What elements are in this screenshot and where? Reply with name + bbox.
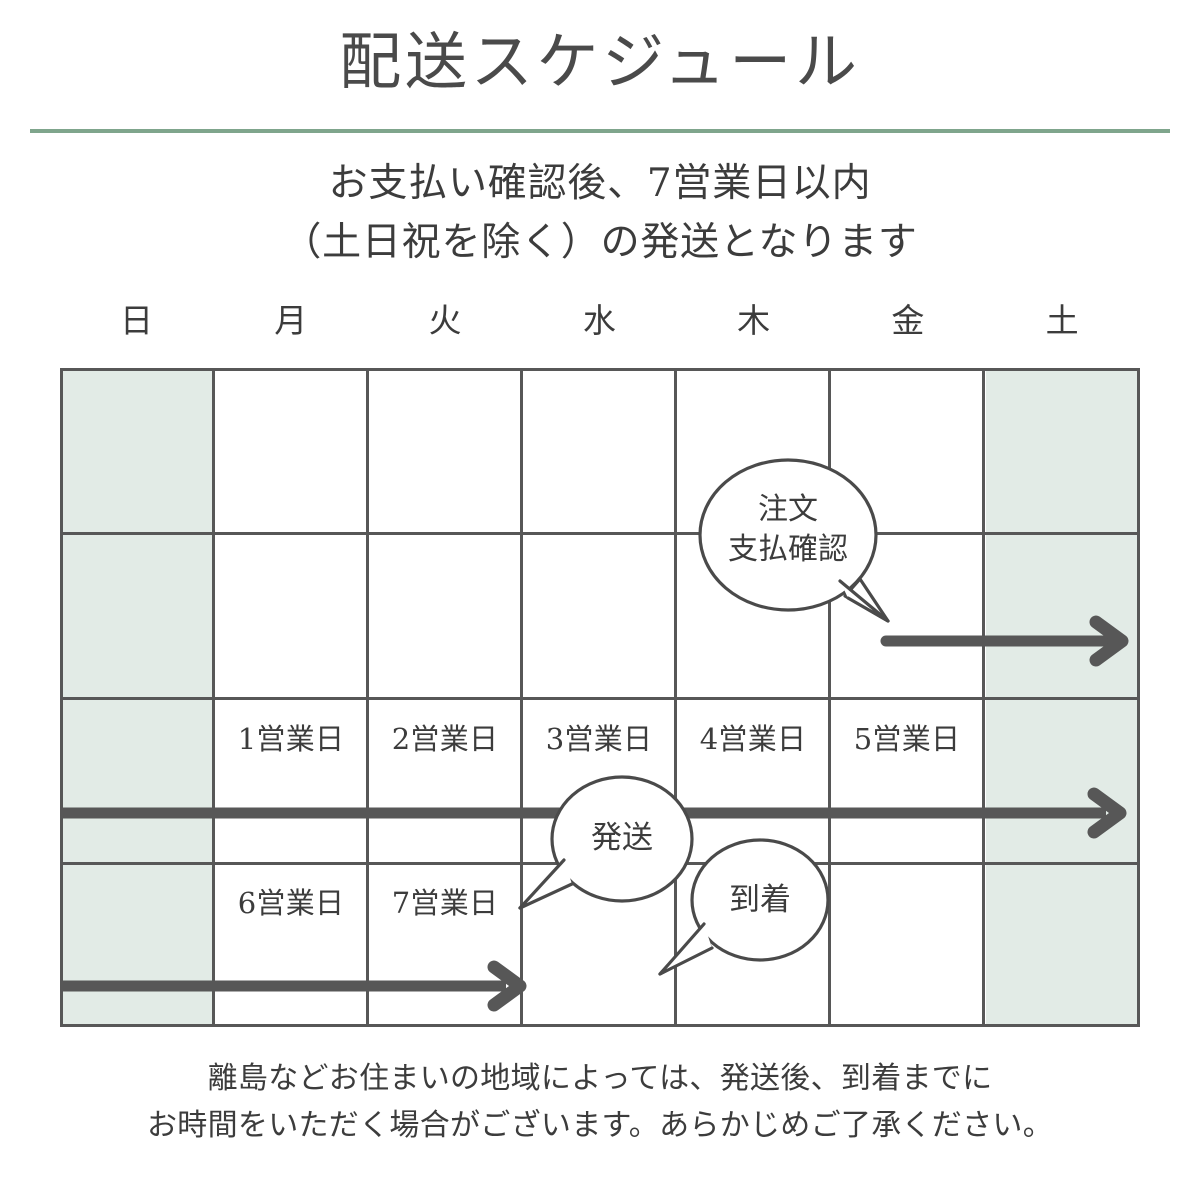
day-label-3: 3営業日 bbox=[545, 722, 653, 756]
grid-hline-1 bbox=[60, 532, 1140, 535]
day-label-4: 4営業日 bbox=[699, 722, 807, 756]
day-label-1: 1営業日 bbox=[237, 722, 345, 756]
bubble-shipped bbox=[518, 775, 694, 910]
weekday-header-tue: 火 bbox=[428, 301, 463, 340]
weekday-header-row: 日 月 火 水 木 金 土 bbox=[60, 296, 1140, 352]
subtitle-line-1: お支払い確認後、7営業日以内 bbox=[328, 161, 872, 206]
week1-arrow bbox=[880, 615, 1129, 667]
grid-hline-2 bbox=[60, 697, 1140, 700]
weekday-header-wed: 水 bbox=[582, 301, 618, 340]
footer-line-1: 離島などお住まいの地域によっては、発送後、到着までに bbox=[207, 1061, 993, 1096]
bubble-arrival bbox=[658, 838, 830, 976]
bubble-order-payment bbox=[698, 458, 890, 623]
footer-line-2: お時間をいただく場合がございます。あらかじめご了承ください。 bbox=[147, 1107, 1053, 1143]
day-label-7: 7営業日 bbox=[391, 886, 499, 920]
day-label-6: 6営業日 bbox=[237, 886, 345, 920]
title-divider bbox=[30, 129, 1170, 133]
weekday-header-sat: 土 bbox=[1045, 301, 1080, 340]
day-label-5: 5営業日 bbox=[853, 722, 961, 756]
page-title: 配送スケジュール bbox=[339, 25, 861, 98]
calendar-grid: 1営業日 2営業日 3営業日 4営業日 5営業日 6営業日 7営業日 bbox=[60, 368, 1140, 1027]
subtitle: お支払い確認後、7営業日以内 （土日祝を除く）の発送となります bbox=[0, 155, 1200, 272]
weekday-header-mon: 月 bbox=[274, 301, 309, 340]
weekday-header-sun: 日 bbox=[119, 301, 155, 340]
week3-arrow bbox=[62, 960, 527, 1012]
subtitle-line-2: （土日祝を除く）の発送となります bbox=[282, 219, 918, 265]
day-label-2: 2営業日 bbox=[391, 722, 499, 756]
footer-note: 離島などお住まいの地域によっては、発送後、到着までに お時間をいただく場合がござ… bbox=[0, 1056, 1200, 1149]
weekday-header-thu: 木 bbox=[737, 301, 772, 340]
weekday-header-fri: 金 bbox=[891, 301, 926, 340]
